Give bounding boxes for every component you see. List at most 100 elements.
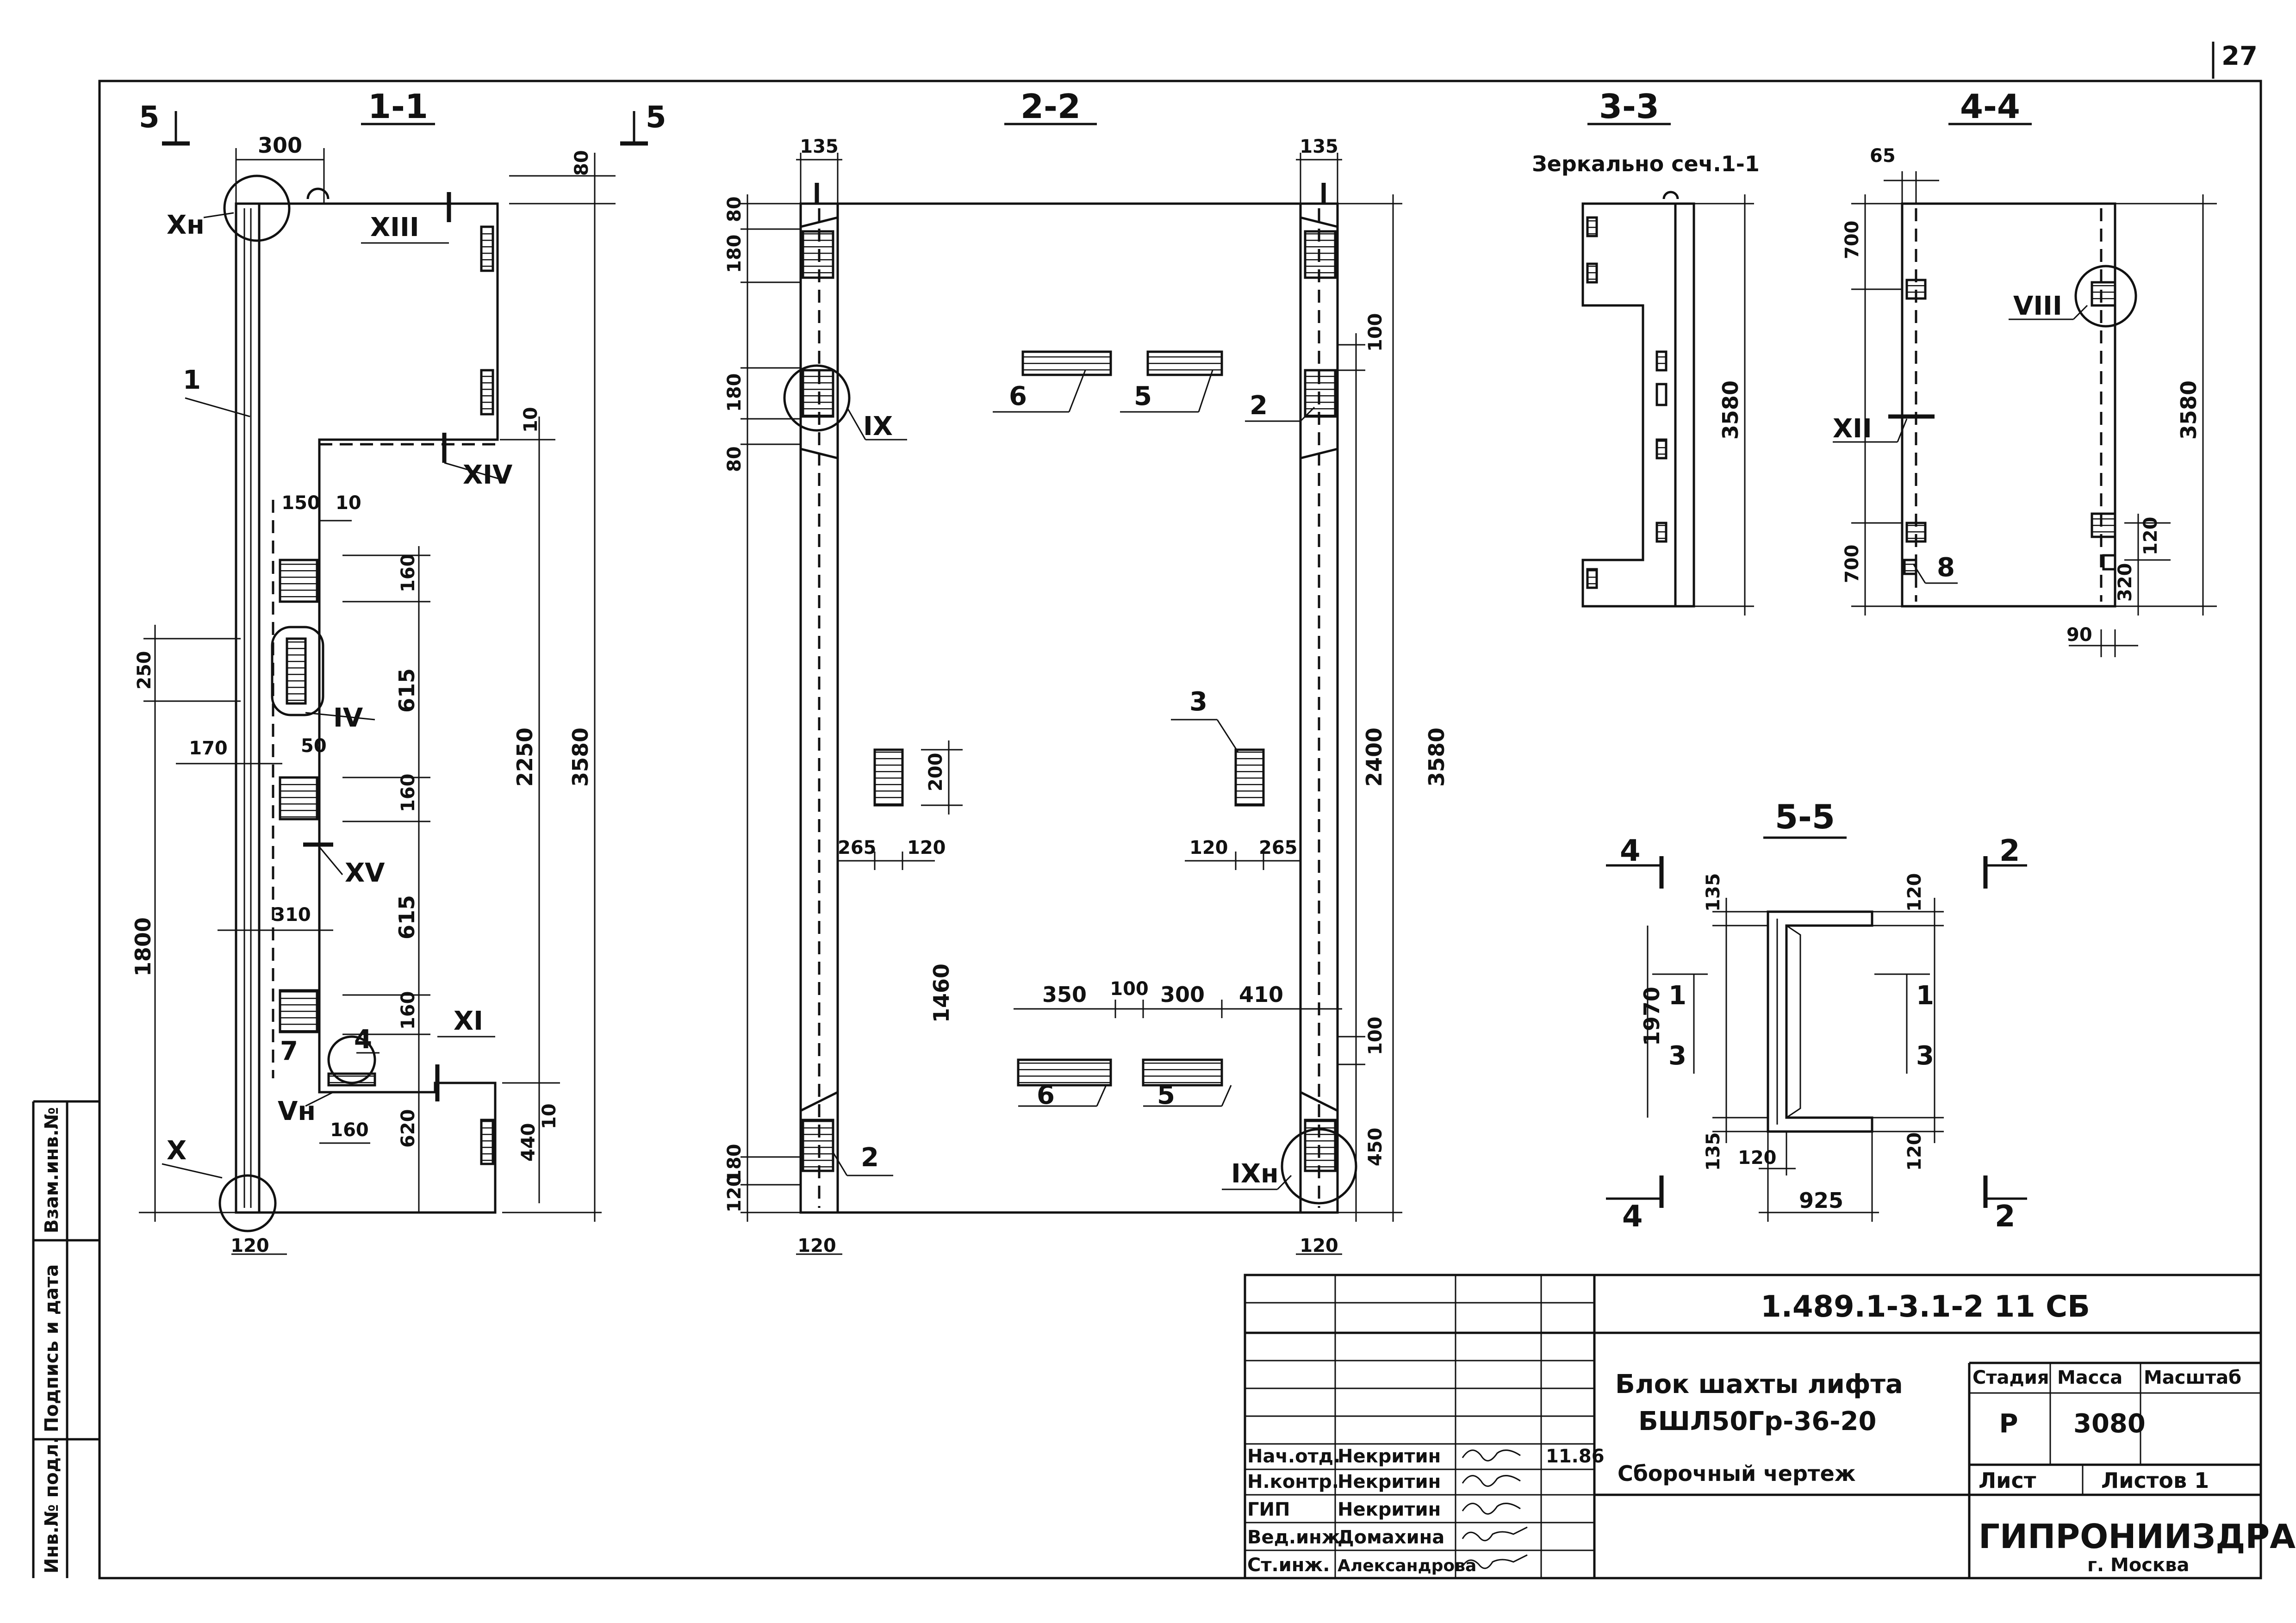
node-circle-vh [327,1035,376,1084]
signature-3 [1462,1526,1528,1542]
dim-300-s22: 300 [1160,982,1205,1007]
org-name: ГИПРОНИИЗДРАВ [1979,1517,2296,1556]
role-4: Ст.инж. [1247,1555,1330,1576]
node-label-ix: IX [863,411,893,442]
pos-label-6-top: 6 [1009,381,1027,411]
stage-label: Стадия [1972,1367,2049,1388]
view-mark-3-left: 3 [1668,1041,1686,1071]
dim-120-s44: 120 [2140,517,2161,556]
node-label-iv: IV [333,703,363,733]
dim-250: 250 [134,651,155,690]
signature-0 [1462,1449,1521,1461]
dim-120-s55-tr: 120 [1904,873,1925,912]
node-label-ixh: IXн [1231,1159,1279,1189]
dim-100-s22-bottom: 100 [1365,1017,1386,1056]
dim-300: 300 [258,133,302,158]
side-podpis: Подпись и дата [41,1264,62,1432]
scale-label: Масштаб [2144,1367,2241,1388]
dim-80-top: 80 [571,150,592,176]
dim-100-s22-top: 100 [1365,313,1386,352]
dim-3580-s22: 3580 [1424,728,1449,787]
section-1-1: 1-1 5 5 300 [131,87,666,1256]
dim-180-s22-b: 180 [724,373,745,412]
section-2-2-title: 2-2 [1020,87,1081,126]
dim-925: 925 [1799,1188,1843,1213]
dim-350: 350 [1042,982,1087,1007]
pos-label-5-bottom: 5 [1157,1080,1175,1110]
dim-265-left: 265 [838,837,877,858]
dim-265-right: 265 [1259,837,1298,858]
dim-120-s22-r: 120 [1189,837,1228,858]
dim-80-s22-top: 80 [724,196,745,222]
dim-450: 450 [1365,1128,1386,1167]
pos-label-8: 8 [1937,553,1955,583]
role-2: ГИП [1247,1499,1290,1520]
name-3: Домахина [1338,1527,1444,1548]
node-label-viii: VIII [2013,291,2062,321]
signature-4 [1462,1554,1528,1569]
section-5-5-title: 5-5 [1775,797,1835,836]
dim-410: 410 [1239,982,1283,1007]
dim-170: 170 [189,738,228,759]
side-inv-podl: Инв.№ подл. [41,1436,62,1573]
stamp-date: 11.86 [1546,1446,1605,1467]
dim-135-left: 135 [800,136,839,157]
dim-135-bottom: 135 [1703,1132,1724,1171]
sheet-frame [98,80,2262,1579]
view-mark-1-left: 1 [1668,981,1686,1011]
section-2-2: 2-2 135 [724,87,1449,1256]
dim-100-s22-mid: 100 [1110,978,1149,1000]
stage-value: Р [1999,1409,2018,1439]
dim-150: 150 [281,492,320,514]
role-3: Вед.инж. [1247,1527,1347,1548]
sheet-label: Лист [1979,1468,2036,1493]
dim-160-d: 160 [330,1119,369,1141]
node-circle-ix [783,364,851,432]
name-4: Александрова [1338,1556,1476,1575]
dim-120-s55-b: 120 [1738,1147,1777,1169]
doc-code: 1.489.1-3.1-2 11 СБ [1761,1290,2090,1324]
dim-1800: 1800 [131,917,156,976]
section-3-3: 3-3 Зеркально сеч.1-1 3580 [1532,87,1760,616]
mass-label: Масса [2057,1367,2122,1388]
section-5-5: 5-5 4 2 4 2 1 3 1 3 135 1970 135 [1606,797,2027,1234]
node-circle-x [218,1174,277,1232]
dim-135-right: 135 [1300,136,1338,157]
node-label-xv: XV [345,858,385,888]
view-mark-5-right: 5 [646,100,666,135]
title-block: Нач.отд. Некритин 11.86 Н.контр. Некрити… [1244,1274,2296,1579]
node-label-x: X [167,1136,187,1166]
dim-310: 310 [272,904,311,926]
dim-120-s22-m: 120 [907,837,946,858]
dim-50: 50 [301,735,327,757]
pos-label-5-top: 5 [1134,381,1152,411]
section-4-4: 4-4 65 700 700 3580 120 320 90 [1833,87,2217,657]
org-city: г. Москва [2087,1555,2189,1576]
dim-700-top: 700 [1842,221,1863,260]
dim-120-s22-br: 120 [1300,1235,1338,1256]
title-line-1: Блок шахты лифта [1615,1369,1903,1399]
dim-80-s22-b: 80 [724,446,745,472]
view-mark-2-bottom: 2 [1995,1200,2016,1234]
view-mark-4-bottom: 4 [1622,1200,1643,1234]
pos-label-4: 4 [354,1025,372,1055]
role-0: Нач.отд. [1247,1446,1340,1467]
dim-620: 620 [398,1109,419,1148]
pos-label-1: 1 [183,365,201,395]
node-circle-viii [2074,265,2137,328]
view-mark-4-top: 4 [1620,834,1641,868]
dim-10-bottom: 10 [539,1103,560,1129]
node-circle-xh [223,174,291,242]
title-line-2: БШЛ50Гр-36-20 [1638,1406,1876,1436]
dim-180-s22-c: 180 [724,1144,745,1183]
dim-3580-s44: 3580 [2176,380,2201,440]
pos-label-3: 3 [1189,687,1207,717]
dim-10-s11: 10 [336,492,361,514]
side-strip: Инв.№ подл. Подпись и дата Взам.инв.№ [32,1100,100,1578]
dim-180-s22-a: 180 [724,235,745,274]
dim-160-a: 160 [398,554,419,593]
name-2: Некритин [1338,1499,1441,1520]
dim-160-c: 160 [398,991,419,1030]
dim-120-s11: 120 [230,1235,269,1256]
